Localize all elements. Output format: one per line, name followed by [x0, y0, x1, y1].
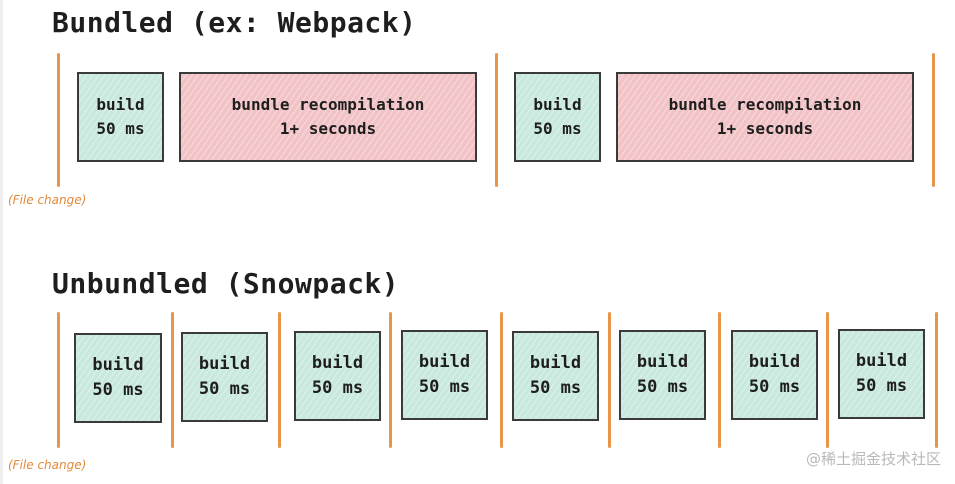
- recompilation-label: bundle recompilation: [231, 95, 425, 114]
- build-label: build: [748, 352, 801, 372]
- build-duration: 50 ms: [96, 119, 145, 138]
- build-label: build: [418, 352, 471, 372]
- build-duration: 50 ms: [418, 377, 471, 397]
- build-label: build: [198, 354, 251, 374]
- file-change-annotation: (File change): [8, 193, 87, 207]
- build-block: build 50 ms: [74, 333, 162, 423]
- file-change-marker: [171, 312, 174, 448]
- build-block: build 50 ms: [512, 331, 599, 421]
- file-change-marker: [57, 53, 60, 187]
- build-label: build: [533, 95, 582, 114]
- file-change-marker: [278, 312, 281, 448]
- file-change-marker: [718, 312, 721, 448]
- build-block: build 50 ms: [731, 330, 818, 420]
- recompilation-duration: 1+ seconds: [279, 119, 377, 138]
- file-change-marker: [500, 312, 503, 448]
- build-block: build 50 ms: [619, 330, 706, 420]
- build-block: build 50 ms: [838, 329, 925, 419]
- build-label: build: [855, 351, 908, 371]
- build-block: build 50 ms: [401, 330, 488, 420]
- file-change-marker: [57, 312, 60, 448]
- unbundled-title: Unbundled (Snowpack): [52, 267, 400, 300]
- build-duration: 50 ms: [855, 376, 908, 396]
- file-change-marker: [932, 53, 935, 187]
- build-label: build: [529, 353, 582, 373]
- file-change-annotation: (File change): [8, 458, 87, 472]
- left-edge-rule: [0, 0, 3, 484]
- build-label: build: [92, 355, 144, 375]
- build-duration: 50 ms: [529, 378, 582, 398]
- build-label: build: [96, 95, 145, 114]
- build-block: build 50 ms: [77, 72, 164, 162]
- build-block: build 50 ms: [181, 332, 268, 422]
- recompilation-duration: 1+ seconds: [716, 119, 814, 138]
- watermark: @稀土掘金技术社区: [805, 450, 941, 468]
- recompilation-block: bundle recompilation 1+ seconds: [616, 72, 914, 162]
- file-change-marker: [495, 53, 498, 187]
- build-duration: 50 ms: [748, 377, 801, 397]
- build-label: build: [636, 352, 689, 372]
- file-change-marker: [826, 312, 829, 448]
- build-label: build: [311, 353, 364, 373]
- file-change-marker: [935, 312, 938, 448]
- recompilation-block: bundle recompilation 1+ seconds: [179, 72, 477, 162]
- bundled-title: Bundled (ex: Webpack): [52, 6, 417, 39]
- recompilation-label: bundle recompilation: [668, 95, 862, 114]
- build-duration: 50 ms: [636, 377, 689, 397]
- file-change-marker: [389, 312, 392, 448]
- build-block: build 50 ms: [294, 331, 381, 421]
- build-duration: 50 ms: [198, 379, 251, 399]
- file-change-marker: [608, 312, 611, 448]
- build-duration: 50 ms: [311, 378, 364, 398]
- build-block: build 50 ms: [514, 72, 601, 162]
- build-duration: 50 ms: [92, 380, 144, 400]
- build-duration: 50 ms: [533, 119, 582, 138]
